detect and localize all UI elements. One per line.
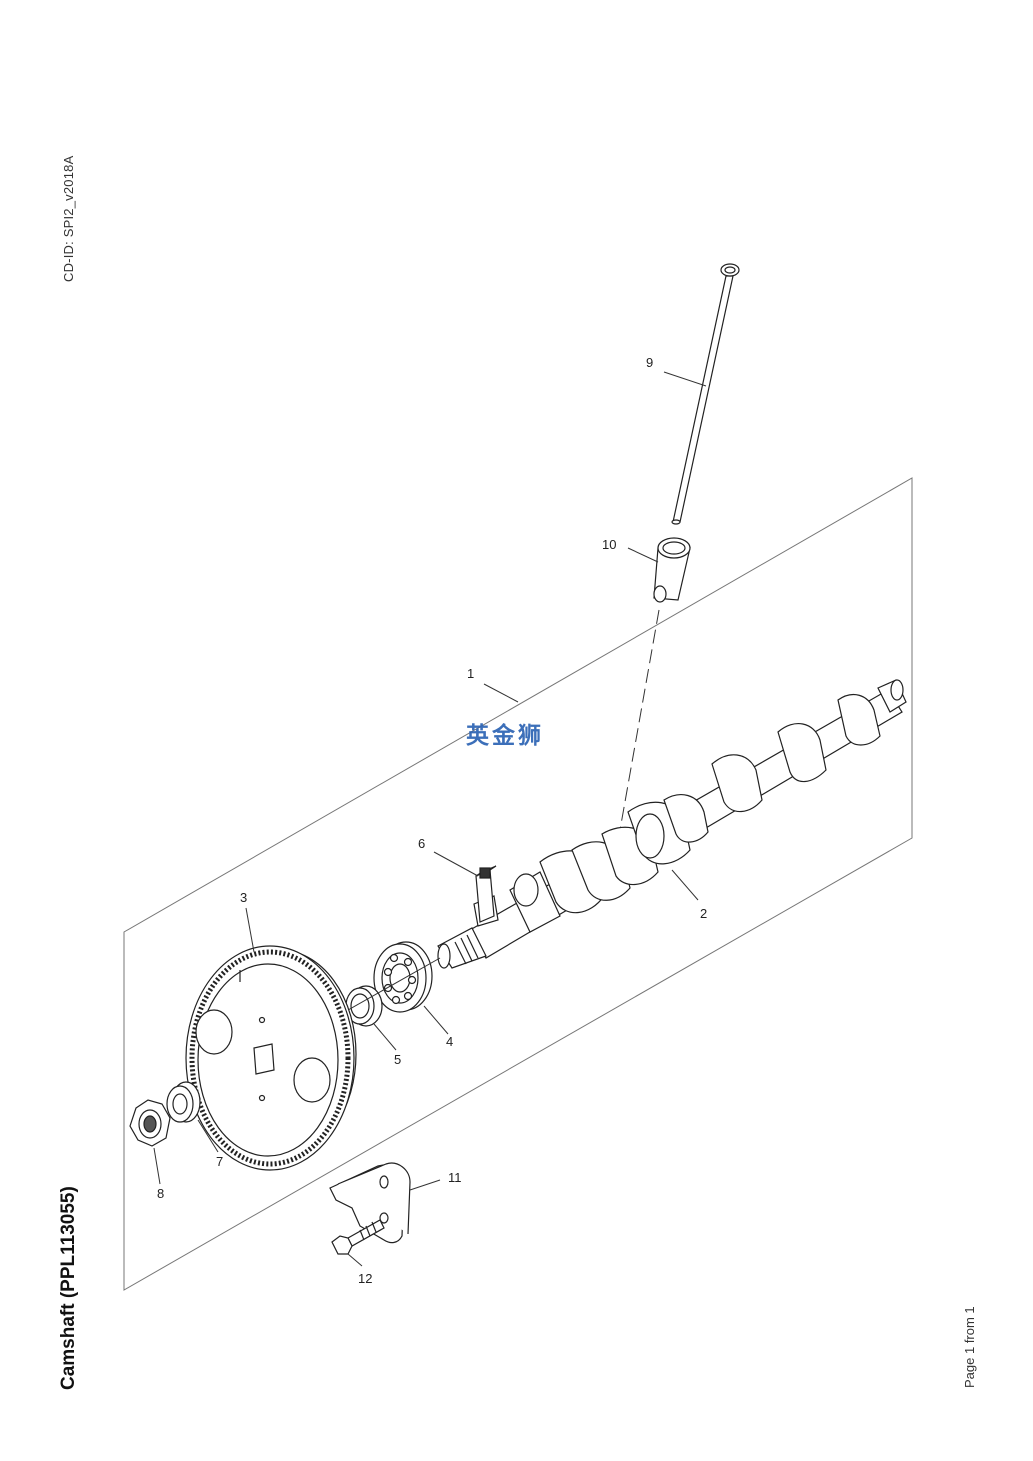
bracket-plate: [329, 1162, 411, 1244]
spacer-ring: [345, 985, 383, 1027]
push-rod: [671, 263, 740, 525]
watermark-logo: 英金狮: [466, 722, 544, 748]
tappet: [653, 537, 691, 603]
callout-12: 12: [358, 1271, 372, 1286]
callout-9: 9: [646, 355, 653, 370]
callout-1: 1: [467, 666, 474, 681]
washer: [166, 1081, 201, 1123]
callout-6: 6: [418, 836, 425, 851]
callout-8: 8: [157, 1186, 164, 1201]
key: [475, 865, 497, 923]
callout-numbers: 1 2 3 4 5 6 7 8 9 10 11 12: [157, 355, 707, 1286]
assembly-boundary: [123, 477, 913, 1291]
callout-5: 5: [394, 1052, 401, 1067]
callout-4: 4: [446, 1034, 453, 1049]
callout-10: 10: [602, 537, 616, 552]
callout-11: 11: [448, 1170, 462, 1185]
cam-gear: [185, 945, 357, 1171]
bolt: [331, 1219, 385, 1255]
callout-leaders: [153, 371, 707, 1267]
assembly-line-tappet: [619, 609, 660, 831]
callout-3: 3: [240, 890, 247, 905]
ball-bearing: [373, 941, 433, 1013]
callout-7: 7: [216, 1154, 223, 1169]
camshaft: [437, 679, 907, 969]
nut: [129, 1099, 171, 1147]
callout-2: 2: [700, 906, 707, 921]
